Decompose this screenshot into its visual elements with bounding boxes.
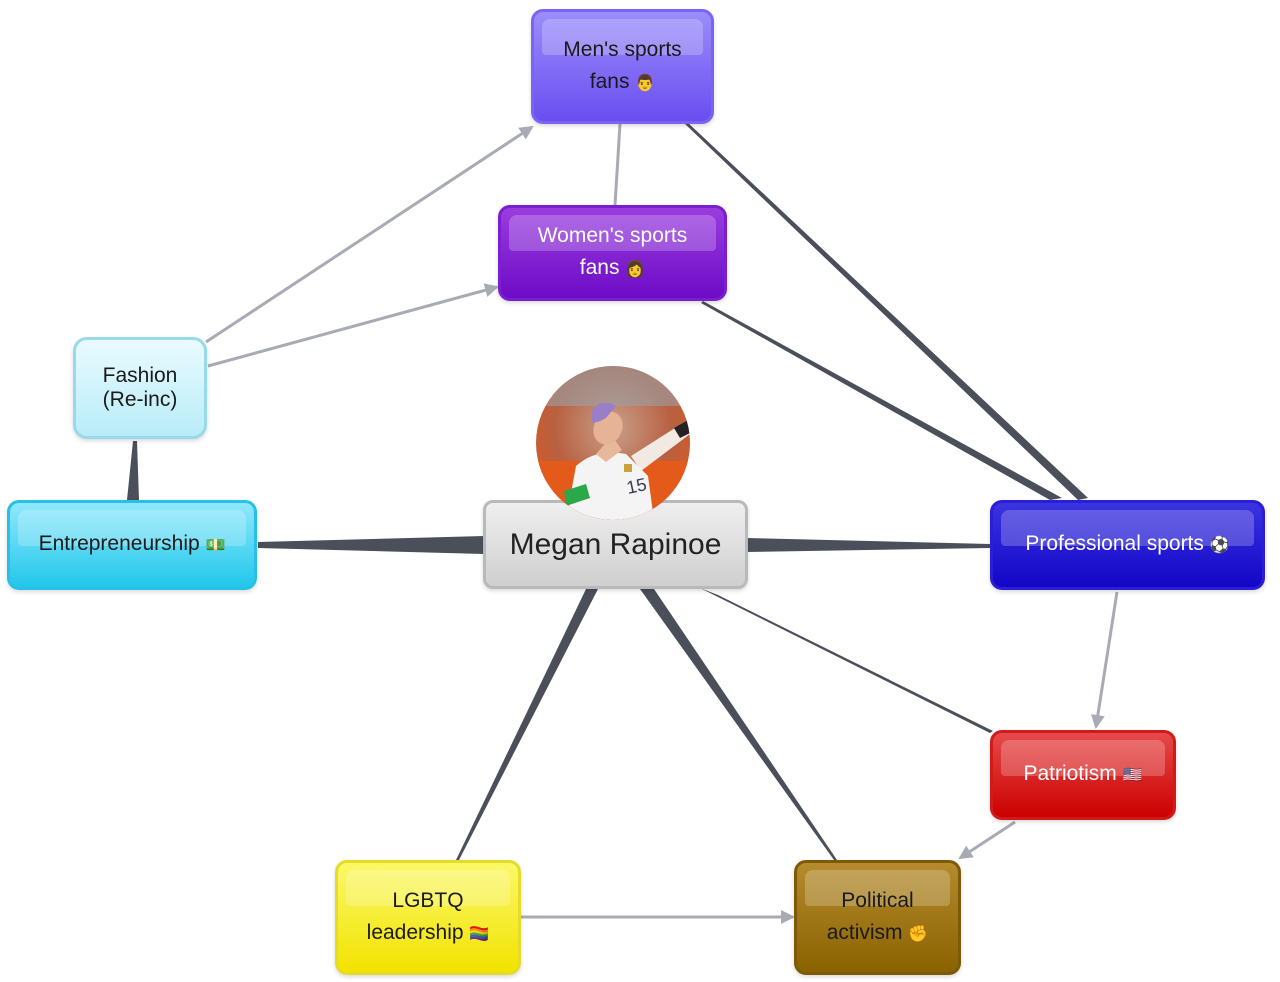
raised-fist-icon: ✊ <box>908 925 929 943</box>
arrow-professional-patriotism <box>1090 591 1119 729</box>
arrow-fashion-mens <box>205 125 534 344</box>
center-label: Megan Rapinoe <box>509 527 722 561</box>
node-label: Fashion (Re-inc) <box>102 364 178 411</box>
node-label: Patriotism 🇺🇸 <box>1023 762 1143 785</box>
node-label: LGBTQ leadership 🏳️‍🌈 <box>366 888 490 944</box>
node-label: Men's sports fans 👨 <box>563 37 682 93</box>
node-entrepreneurship[interactable]: Entrepreneurship 💵 <box>7 500 257 590</box>
money-emoji-icon: 💵 <box>205 537 226 554</box>
node-patriotism[interactable]: Patriotism 🇺🇸 <box>990 730 1176 820</box>
player-photo-icon: 15 <box>536 366 690 520</box>
edge-center-lgbtq <box>456 589 598 860</box>
rainbow-flag-icon: 🏳️‍🌈 <box>469 925 490 943</box>
us-flag-icon: 🇺🇸 <box>1122 767 1143 784</box>
edge-mens-womens <box>613 123 622 206</box>
edge-fashion-entrepreneurship <box>127 441 139 500</box>
node-professional-sports[interactable]: Professional sports ⚽ <box>990 500 1265 590</box>
edge-center-entrepreneurship <box>258 536 484 554</box>
node-fashion[interactable]: Fashion (Re-inc) <box>73 337 207 439</box>
edge-center-professional <box>746 538 990 552</box>
node-label: Professional sports ⚽ <box>1025 532 1230 555</box>
node-mens-sports-fans[interactable]: Men's sports fans 👨 <box>531 9 714 124</box>
node-lgbtq-leadership[interactable]: LGBTQ leadership 🏳️‍🌈 <box>335 860 521 975</box>
edge-womens-professional <box>701 301 1062 500</box>
node-label: Entrepreneurship 💵 <box>38 532 226 555</box>
node-political-activism[interactable]: Political activism ✊ <box>794 860 961 975</box>
arrow-patriotism-political <box>958 820 1016 860</box>
node-label: Women's sports fans 👩 <box>537 224 688 279</box>
woman-emoji-icon: 👩 <box>625 261 646 278</box>
node-label: Political activism ✊ <box>826 888 929 944</box>
arrow-fashion-womens <box>207 283 499 368</box>
avatar: 15 <box>536 366 690 520</box>
edge-mens-professional <box>684 121 1088 500</box>
soccer-ball-icon: ⚽ <box>1209 537 1230 554</box>
man-emoji-icon: 👨 <box>635 74 656 92</box>
svg-text:15: 15 <box>625 474 649 498</box>
node-womens-sports-fans[interactable]: Women's sports fans 👩 <box>498 205 727 301</box>
edge-center-political <box>640 589 837 860</box>
edge-center-patriotism <box>700 588 993 733</box>
